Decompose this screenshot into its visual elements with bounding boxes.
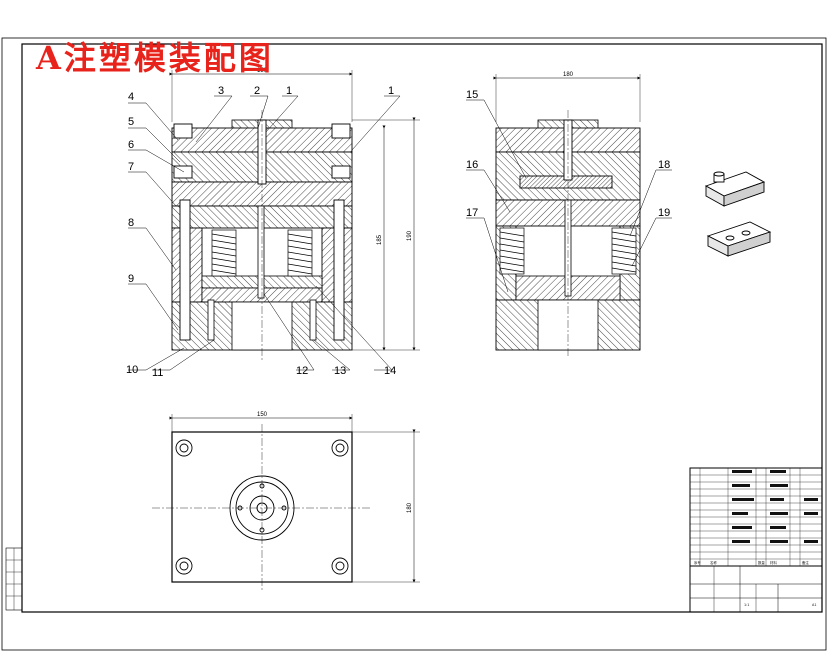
dim-text-190: 190: [407, 230, 413, 241]
tb-col-remark: 备注: [802, 560, 809, 565]
dim-text-150-front: 150: [257, 68, 268, 74]
dim-front-width: 150: [169, 68, 353, 122]
callout-12: 12: [296, 365, 308, 377]
callout-2: 2: [254, 85, 260, 97]
spring-left: [211, 229, 237, 277]
tb-col-qty: 数量: [758, 560, 765, 565]
callout-5: 5: [128, 116, 134, 128]
dim-plan-height: 180: [352, 429, 420, 583]
side-leaders: [466, 99, 672, 293]
iso-part-top: [704, 171, 766, 207]
callout-1-left: 1: [286, 85, 292, 97]
callout-9: 9: [128, 273, 134, 285]
drawing-title: A注塑模装配图: [36, 39, 274, 77]
callout-6: 6: [128, 139, 134, 151]
front-leaders: [128, 95, 401, 371]
iso-part-bottom: [706, 221, 772, 257]
dim-front-heights: 185 190: [352, 117, 420, 351]
plan-view: 150 180: [152, 412, 420, 592]
tb-col-name: 名称: [710, 560, 717, 565]
dim-plan-width: 150: [169, 412, 353, 432]
callout-15: 15: [466, 89, 478, 101]
dim-text-180-plan: 180: [407, 502, 413, 513]
callout-14: 14: [384, 365, 396, 377]
dim-text-185: 185: [377, 234, 383, 245]
title-block: [689, 467, 823, 613]
callout-17: 17: [466, 207, 478, 219]
callout-1-right: 1: [388, 85, 394, 97]
dim-text-150-plan: 150: [257, 412, 268, 418]
dim-side-width: 180: [493, 72, 641, 122]
callout-18: 18: [658, 159, 670, 171]
outer-border: [1, 37, 827, 651]
side-section-view: 180 15 16 17 18 1: [466, 72, 672, 358]
tb-col-no: 序号: [694, 560, 701, 565]
side-springs: [499, 227, 637, 275]
callout-4: 4: [128, 91, 134, 103]
inner-frame: [21, 43, 823, 613]
dim-text-180-side: 180: [563, 72, 574, 78]
callout-7: 7: [128, 161, 134, 173]
front-section-view: 150: [126, 68, 420, 379]
callout-11: 11: [152, 367, 163, 379]
tb-scale: 1:1: [744, 603, 749, 607]
callout-16: 16: [466, 159, 478, 171]
margin-table: [5, 547, 23, 611]
spring-right: [287, 229, 313, 277]
callout-10: 10: [126, 364, 138, 376]
bolt-holes: [175, 439, 349, 575]
tb-sheet-size: A1: [812, 603, 816, 607]
callout-3: 3: [218, 85, 224, 97]
callout-19: 19: [658, 207, 670, 219]
tb-col-material: 材料: [770, 560, 777, 565]
callout-13: 13: [334, 365, 346, 377]
callout-8: 8: [128, 217, 134, 229]
